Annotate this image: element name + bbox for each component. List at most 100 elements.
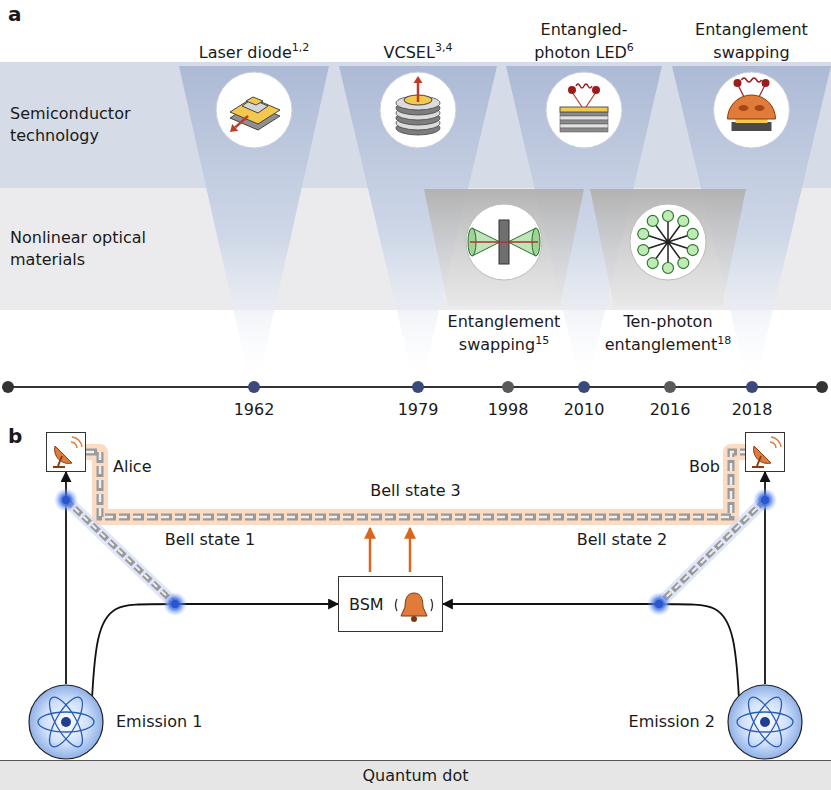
dome [728,95,776,119]
icon-disc [380,72,456,148]
arrow-head [414,76,423,83]
milestone-heading: Entanglement swapping [448,312,561,354]
signal-arc [71,442,77,448]
receiver-box: Alice [46,432,86,472]
timeline-dot [578,381,590,393]
party-name: Alice [113,457,151,476]
heading-block: Emission 2 [629,712,715,731]
emission-arrow [443,604,739,696]
emission-arrow [92,604,338,696]
icon-disc [216,72,292,148]
timeline-end [2,381,14,393]
measurement-arrow [369,528,372,572]
photon [678,258,689,269]
emitter-circle: Emission 2 [727,684,803,760]
device-layer [560,116,608,120]
photon-wave [742,78,762,82]
device-layer [560,128,608,132]
photon [62,496,70,504]
year-label: 2010 [564,400,605,419]
heading-block: Laser diode1,2 [167,10,341,64]
heading-line: Entangled- photon LED6 [519,18,649,64]
bell-state-chain [659,500,765,604]
panel-letter: b [8,424,22,448]
dish-stand [757,456,761,466]
bell-state-glow [66,500,175,604]
bell [401,593,427,616]
photon [761,496,769,504]
heading-line: Laser diode1,2 [199,41,309,64]
milestone-icon [728,78,776,131]
photon [638,228,649,239]
dish-foot [752,466,764,468]
heading-line: VCSEL3,4 [384,41,453,64]
arrow-shaft [235,116,248,127]
milestone-icon [638,211,698,274]
photon-glow [647,592,671,616]
photon [663,263,674,274]
milestone-heading: Entangled- photon LED [534,20,627,62]
heading-line: Entanglement swapping15 [429,310,579,356]
emitter-shape [727,684,803,760]
heading-block: Ten-photon entanglement18 [575,310,761,356]
photon-glow [753,488,777,512]
heading-line: Ten-photon entanglement18 [593,310,743,356]
milestone-heading: Entanglement swapping [695,20,808,62]
box-label: BSM [349,595,384,614]
timeline-dot [502,381,514,393]
milestone-wedge: Entanglement swapping15 [424,188,584,360]
year-label: 1962 [234,400,275,419]
milestone-icon [468,220,540,264]
icon-disc [546,72,622,148]
heading-block: Entanglement swapping15 [409,310,599,356]
orbit [43,693,88,751]
orbit [38,712,94,732]
photon [638,245,649,256]
heading-block: Entanglement swapping [660,10,831,64]
orbit [737,712,793,732]
milestone-icon [560,84,608,132]
timeline-dot [248,381,260,393]
heading-block: Entangled- photon LED6 [494,10,674,64]
heading-block: Alice [113,457,151,476]
wedge [424,189,584,306]
heading-block: Bob [689,457,720,476]
orbit [43,693,88,751]
timeline-dot [746,381,758,393]
milestone-heading: Ten-photon entanglement [605,312,718,354]
pump-beam [470,241,538,243]
chain-link-hole [659,500,765,604]
band-heading: Semiconductor technology [10,104,131,145]
photon [663,211,674,222]
heading-block: VCSEL3,4 [327,10,509,64]
year-label: 1998 [488,400,529,419]
dome-eye [739,105,749,111]
icon-disc [466,204,542,280]
device-layer [560,112,608,116]
reference-number: 18 [717,334,731,347]
photon-glow [54,488,78,512]
photon-layer [54,488,777,616]
signal-arc [771,437,781,447]
photon [171,600,179,608]
signal-arc [72,437,82,447]
arrow-head [230,124,238,132]
chip-contact [246,97,263,105]
photon [734,79,742,87]
reference-number: 3,4 [435,41,453,54]
timeline-dot [412,381,424,393]
emitter-name: Emission 1 [116,712,202,731]
signal-arc [770,442,776,448]
chain-link-hole [66,500,175,604]
heading-line: Entanglement swapping [672,18,831,64]
bell-symbol [396,593,433,622]
milestone-icon [396,76,440,135]
device-layer [560,120,608,124]
ring-arc [396,599,398,611]
wedge [179,66,329,379]
photon [687,245,698,256]
emission-line [572,92,582,107]
antenna-icon [746,433,784,471]
substrate-bar: Quantum dot [0,760,831,790]
